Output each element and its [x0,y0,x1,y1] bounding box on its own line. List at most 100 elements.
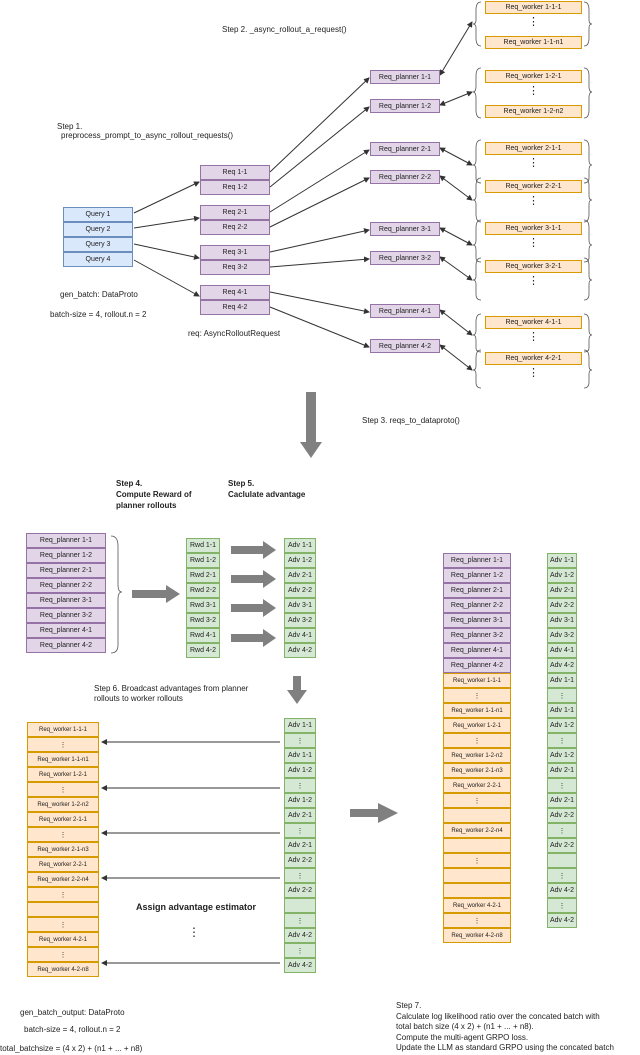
ellipsis-icon: ⋮ [528,331,539,343]
step6-line2: rollouts to worker rollouts [94,694,183,703]
batch-size-label: batch-size = 4, rollout.n = 2 [50,310,147,319]
reward-box: Rwd 2-1 [186,568,220,583]
adv-box: Adv 3-1 [284,598,316,613]
worker-box: ⋮ [27,782,99,797]
adv-box: ⋮ [284,943,316,958]
worker-box: ⋮ [443,913,511,928]
worker-braces [472,1,593,389]
query-box: Query 2 [63,222,133,237]
worker-box: Req_worker 1-1-n1 [27,752,99,767]
concat-batch-list: Req_planner 1-1 Req_planner 1-2 Req_plan… [443,553,511,943]
worker-box: Req_worker 2-2-1 [443,778,511,793]
req-box: Req 4-2 [200,300,270,315]
step7-line3: Compute the multi-agent GRPO loss. [396,1033,529,1042]
concat-adv-list: Adv 1-1 Adv 1-2 Adv 2-1 Adv 2-2 Adv 3-1 … [547,553,577,928]
planner-box: Req_planner 1-1 [26,533,106,548]
planner-box: Req_planner 4-2 [26,638,106,653]
planner-list: Req_planner 1-1 Req_planner 1-2 Req_plan… [26,533,106,653]
step6-line1: Step 6. Broadcast advantages from planne… [94,684,249,693]
req-pair-4: Req 4-1 Req 4-2 [200,285,270,315]
step5-line1: Caclulate advantage [228,490,306,499]
worker-box [443,808,511,823]
req-box: Req 3-1 [200,245,270,260]
req-box: Req 2-1 [200,205,270,220]
worker-box: ⋮ [443,688,511,703]
req-to-planner-arrows [269,77,370,348]
adv-box: Adv 1-1 [547,553,577,568]
planner-box: Req_planner 1-2 [443,568,511,583]
planner-box: Req_planner 3-2 [26,608,106,623]
worker-box: Req_worker 3-2-1 [485,260,582,273]
ellipsis-icon: ⋮ [528,16,539,28]
ellipsis-icon: ⋮ [528,195,539,207]
adv-box: ⋮ [284,778,316,793]
worker-box: ⋮ [27,917,99,932]
adv-box: Adv 1-2 [547,568,577,583]
worker-box: Req_worker 4-2-n8 [27,962,99,977]
planner-box: Req_planner 2-2 [443,598,511,613]
planner-worker-arrows [439,21,473,371]
ellipsis-icon: ⋮ [528,275,539,287]
adv-box: Adv 4-2 [284,928,316,943]
planner-box: Req_planner 3-1 [370,222,440,236]
adv-box: Adv 2-1 [547,583,577,598]
adv-box: Adv 1-1 [547,673,577,688]
reward-box: Rwd 2-2 [186,583,220,598]
worker-box: Req_worker 4-2-1 [27,932,99,947]
adv-box: Adv 4-1 [547,643,577,658]
adv-box: Adv 1-1 [547,703,577,718]
adv-box: Adv 2-1 [284,568,316,583]
adv-box: ⋮ [284,913,316,928]
adv-box [547,853,577,868]
planner-to-reward-arrow [132,585,180,603]
adv-box: Adv 3-1 [547,613,577,628]
step5-title: Step 5. [228,479,255,488]
adv-box: Adv 1-1 [284,718,316,733]
step3-label: Step 3. reqs_to_dataproto() [362,416,460,425]
adv-box: ⋮ [284,823,316,838]
reward-to-adv-arrows [231,541,276,647]
worker-box [27,902,99,917]
ellipsis-icon: ⋮ [528,157,539,169]
adv-list: Adv 1-1 Adv 1-2 Adv 2-1 Adv 2-2 Adv 3-1 … [284,538,316,658]
adv-box [284,898,316,913]
step6-arrow [287,676,307,704]
planner-box: Req_planner 2-1 [26,563,106,578]
query-to-req-arrows [133,181,200,297]
total-batchsize-label: total_batchsize = (4 x 2) + (n1 + ... + … [0,1044,143,1053]
planner-box: Req_planner 3-1 [26,593,106,608]
worker-box: ⋮ [27,827,99,842]
worker-box: Req_worker 1-2-1 [27,767,99,782]
worker-box: Req_worker 2-1-n3 [27,842,99,857]
step7-line1: Calculate log likelihood ratio over the … [396,1012,600,1021]
adv-box: ⋮ [547,688,577,703]
query-box: Query 4 [63,252,133,267]
adv-box: Adv 1-2 [547,718,577,733]
adv-box: Adv 4-2 [547,883,577,898]
worker-box: ⋮ [27,887,99,902]
worker-box: ⋮ [27,947,99,962]
adv-box: Adv 2-1 [284,838,316,853]
step1-title: Step 1. [57,122,83,131]
step7-title: Step 7. [396,1001,422,1010]
adv-box: ⋮ [547,868,577,883]
worker-box: Req_worker 2-1-n3 [443,763,511,778]
adv-box: Adv 1-1 [284,538,316,553]
adv-box: ⋮ [547,898,577,913]
reward-box: Rwd 4-2 [186,643,220,658]
worker-box: ⋮ [443,853,511,868]
broadcast-arrows [101,739,280,966]
adv-box: Adv 1-2 [284,763,316,778]
req-type-label: req: AsyncRolloutRequest [188,329,281,338]
ellipsis-icon: ⋮ [188,925,200,939]
batch-size-output-label: batch-size = 4, rollout.n = 2 [24,1025,121,1034]
assign-advantage-label: Assign advantage estimator [136,902,257,912]
planner-box: Req_planner 1-2 [370,99,440,113]
broadcast-worker-list: Req_worker 1-1-1 ⋮ Req_worker 1-1-n1 Req… [27,722,99,977]
worker-box: Req_worker 1-1-1 [485,1,582,14]
adv-box: Adv 2-2 [547,838,577,853]
planner-list-brace [110,535,123,654]
step1-desc: preprocess_prompt_to_async_rollout_reque… [61,131,234,140]
worker-box: Req_worker 1-2-n2 [443,748,511,763]
adv-box: Adv 3-2 [284,613,316,628]
